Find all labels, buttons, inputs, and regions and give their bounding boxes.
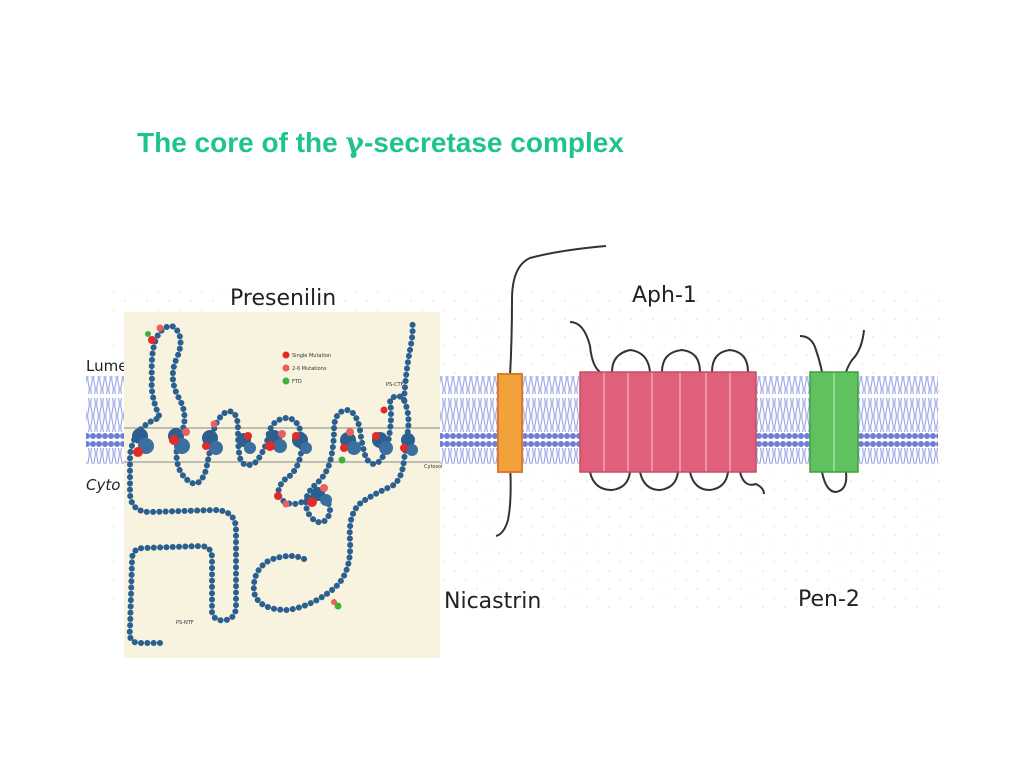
gamma-symbol: γ (345, 126, 364, 159)
nicastrin-tail (495, 463, 512, 537)
legend-single: Single Mutation (292, 353, 331, 359)
nicastrin-ectodomain (509, 245, 607, 377)
pen2: Pen-2 (798, 329, 865, 612)
presenilin-label: Presenilin (230, 286, 336, 311)
aph1-tm (580, 372, 756, 472)
slide-title: The core of the γ-secretase complex (137, 126, 624, 159)
title-prefix: The core of the (137, 127, 346, 158)
aph1-loops-bottom (589, 471, 765, 495)
pen2-label: Pen-2 (798, 587, 860, 612)
legend-multi: 2-6 Mutations (292, 366, 327, 372)
ps-ntf-label: PS-NTF (176, 620, 194, 626)
aph1-label: Aph-1 (632, 283, 697, 308)
ps-ctf-label: PS-CTF (386, 382, 404, 388)
aph1: Aph-1 (569, 283, 765, 495)
pen2-loop (821, 471, 848, 494)
nicastrin-tm (498, 374, 522, 472)
membrane-bilayer-left (86, 376, 124, 464)
pen2-nterm (799, 335, 823, 373)
nicastrin-label: Nicastrin (444, 589, 541, 614)
cyto-label: Cyto (86, 476, 120, 494)
lumen-label: Lume (86, 357, 127, 375)
aph1-loops-top (569, 321, 749, 373)
presenilin-c-terminal (401, 317, 416, 403)
title-suffix: -secretase complex (363, 127, 624, 158)
cytosol-label: Cytosol (424, 464, 443, 470)
tm-clusters (132, 428, 418, 507)
nicastrin: Nicastrin (444, 245, 607, 614)
pen2-cterm (845, 329, 865, 373)
presenilin-legend: Single Mutation 2-6 Mutations FTD (282, 351, 331, 385)
presenilin-panel: Single Mutation 2-6 Mutations FTD PS-CTF… (124, 312, 443, 658)
legend-ftd: FTD (292, 379, 302, 385)
mutation-dots (145, 324, 388, 610)
